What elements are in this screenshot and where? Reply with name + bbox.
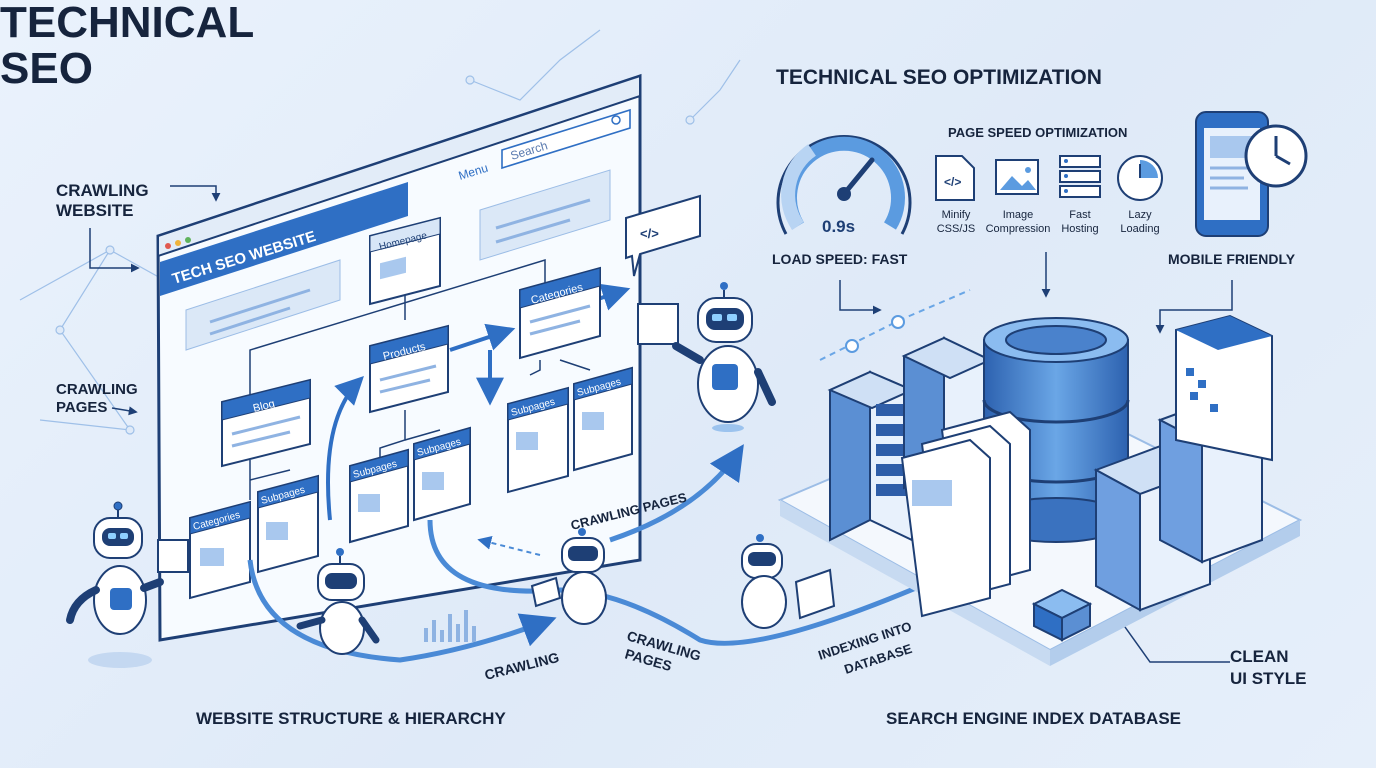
label-mobile-friendly: MOBILE FRIENDLY bbox=[1168, 251, 1296, 267]
node-blog-label: Blog bbox=[252, 398, 276, 415]
label-load-speed: LOAD SPEED: FAST bbox=[772, 251, 908, 267]
speed-item-image-2: Compression bbox=[986, 223, 1051, 235]
label-page-speed-optimization: PAGE SPEED OPTIMIZATION bbox=[948, 125, 1127, 140]
robot-bottom-left bbox=[296, 548, 380, 655]
robot-right bbox=[637, 282, 776, 432]
label-crawling-pages-left-2: PAGES bbox=[56, 399, 107, 416]
label-clean-ui-2: UI STYLE bbox=[1230, 669, 1307, 688]
node-homepage[interactable]: Homepage bbox=[369, 216, 441, 306]
node-categories-bottom[interactable]: Categories bbox=[189, 500, 251, 600]
mobile-device bbox=[1195, 111, 1308, 237]
search-bar[interactable] bbox=[501, 108, 631, 170]
website-panel: Search Menu TECH SEO WEBSITE bbox=[156, 73, 642, 642]
database-platform bbox=[777, 289, 1303, 666]
speed-gauge bbox=[776, 135, 912, 235]
node-subpages-mid1[interactable]: Subpages bbox=[349, 448, 409, 544]
svg-text:</>: </> bbox=[944, 175, 961, 189]
gauge-needle bbox=[841, 157, 875, 197]
robot-indexing bbox=[741, 534, 836, 629]
server-icon bbox=[1059, 155, 1101, 198]
speed-item-lazy-2: Loading bbox=[1120, 223, 1159, 235]
label-website-structure: WEBSITE STRUCTURE & HIERARCHY bbox=[196, 709, 506, 728]
label-technical-seo-optimization: TECHNICAL SEO OPTIMIZATION bbox=[776, 66, 1102, 89]
image-icon bbox=[995, 159, 1039, 195]
label-clean-ui-1: CLEAN bbox=[1230, 647, 1289, 666]
node-subpages-right1[interactable]: Subpages bbox=[507, 386, 569, 494]
code-tag-icon: </> bbox=[640, 226, 659, 241]
crawling-path bbox=[247, 444, 987, 663]
node-subpages-mid2[interactable]: Subpages bbox=[413, 426, 471, 522]
speed-item-image-1: Image bbox=[1003, 209, 1034, 221]
label-crawling-pages-left-1: CRAWLING bbox=[56, 381, 138, 398]
clock-icon bbox=[1117, 155, 1163, 201]
code-file-icon: </> bbox=[935, 155, 975, 201]
robot-left bbox=[66, 501, 189, 668]
search-icon[interactable] bbox=[611, 115, 621, 125]
label-crawling-website-2: WEBSITE bbox=[56, 201, 133, 220]
label-search-engine-index: SEARCH ENGINE INDEX DATABASE bbox=[886, 709, 1181, 728]
speed-item-hosting-1: Fast bbox=[1069, 209, 1090, 221]
robot-center bbox=[530, 528, 607, 625]
speed-item-hosting-2: Hosting bbox=[1061, 223, 1098, 235]
label-crawling-website-1: CRAWLING bbox=[56, 181, 149, 200]
node-blog[interactable]: Blog bbox=[221, 378, 311, 468]
gauge-speed-value: 0.9s bbox=[822, 217, 855, 236]
main-title: TECHNICAL SEO bbox=[0, 0, 255, 93]
node-subpages-right2[interactable]: Subpages bbox=[573, 366, 633, 472]
node-subpages-left[interactable]: Subpages bbox=[257, 474, 319, 574]
network-decoration bbox=[19, 29, 741, 435]
speed-item-minify-1: Minify bbox=[942, 209, 971, 221]
label-crawling-path: CRAWLING bbox=[483, 649, 561, 683]
node-products[interactable]: Products bbox=[369, 324, 449, 414]
bar-decoration bbox=[424, 610, 476, 642]
node-categories-top[interactable]: Categories bbox=[519, 266, 601, 360]
speed-item-minify-2: CSS/JS bbox=[937, 223, 976, 235]
speed-icons: </> bbox=[935, 155, 1163, 201]
speed-item-lazy-1: Lazy bbox=[1128, 209, 1152, 221]
website-header bbox=[160, 182, 408, 296]
code-bubble: </> bbox=[625, 194, 701, 277]
